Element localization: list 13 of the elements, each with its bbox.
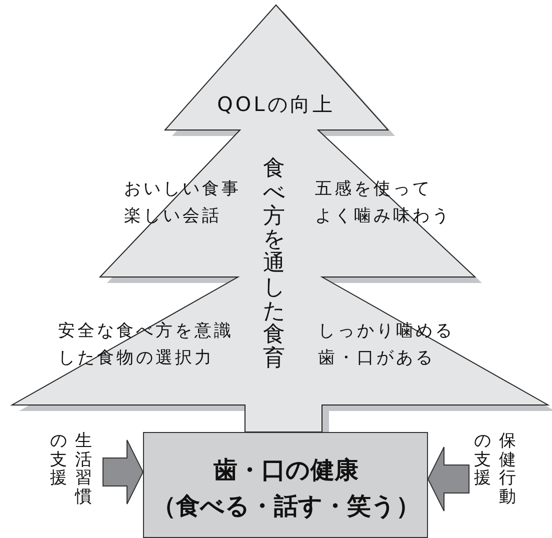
tree-text: おいしい食事楽しい会話	[124, 178, 242, 228]
box-text: 歯・口の健康	[212, 455, 360, 486]
tree-text: よく噛み味わう	[315, 205, 452, 228]
vertical-text: の支援	[474, 432, 491, 488]
vertical-text: 保健行動	[499, 432, 516, 507]
health-box	[143, 432, 428, 538]
vertical-title: 食べ方を通した食育	[263, 157, 285, 371]
vertical-text: 生活習慣	[75, 432, 92, 507]
box-text: （食べる・話す・笑う）	[151, 491, 421, 522]
heading-text: QOLの向上	[216, 91, 336, 118]
vertical-text: の支援	[50, 432, 67, 488]
block-arrow	[102, 440, 144, 504]
block-arrow	[427, 446, 470, 512]
